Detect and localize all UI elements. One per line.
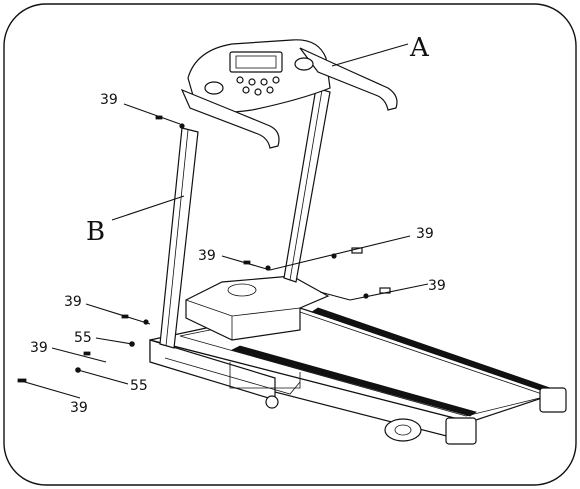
leader-lines bbox=[17, 43, 429, 399]
label-washer-55-lower: 55 bbox=[130, 378, 148, 394]
label-bolt-39-mid: 39 bbox=[198, 248, 216, 264]
label-bolt-39-right-upper: 39 bbox=[416, 226, 434, 242]
label-bolt-39-top: 39 bbox=[100, 92, 118, 108]
side-wheel bbox=[384, 418, 422, 442]
label-part-b: B bbox=[86, 217, 105, 247]
label-washer-55-upper: 55 bbox=[74, 330, 92, 346]
label-bolt-39-right-lower: 39 bbox=[428, 278, 446, 294]
label-bolt-39-left: 39 bbox=[64, 294, 82, 310]
console-a bbox=[180, 39, 398, 149]
motor-hood bbox=[185, 275, 330, 341]
upright-b bbox=[159, 87, 331, 349]
label-part-a: A bbox=[409, 33, 430, 63]
label-bolt-39-bottom: 39 bbox=[70, 400, 88, 416]
label-bolt-39-lower-left: 39 bbox=[30, 340, 48, 356]
